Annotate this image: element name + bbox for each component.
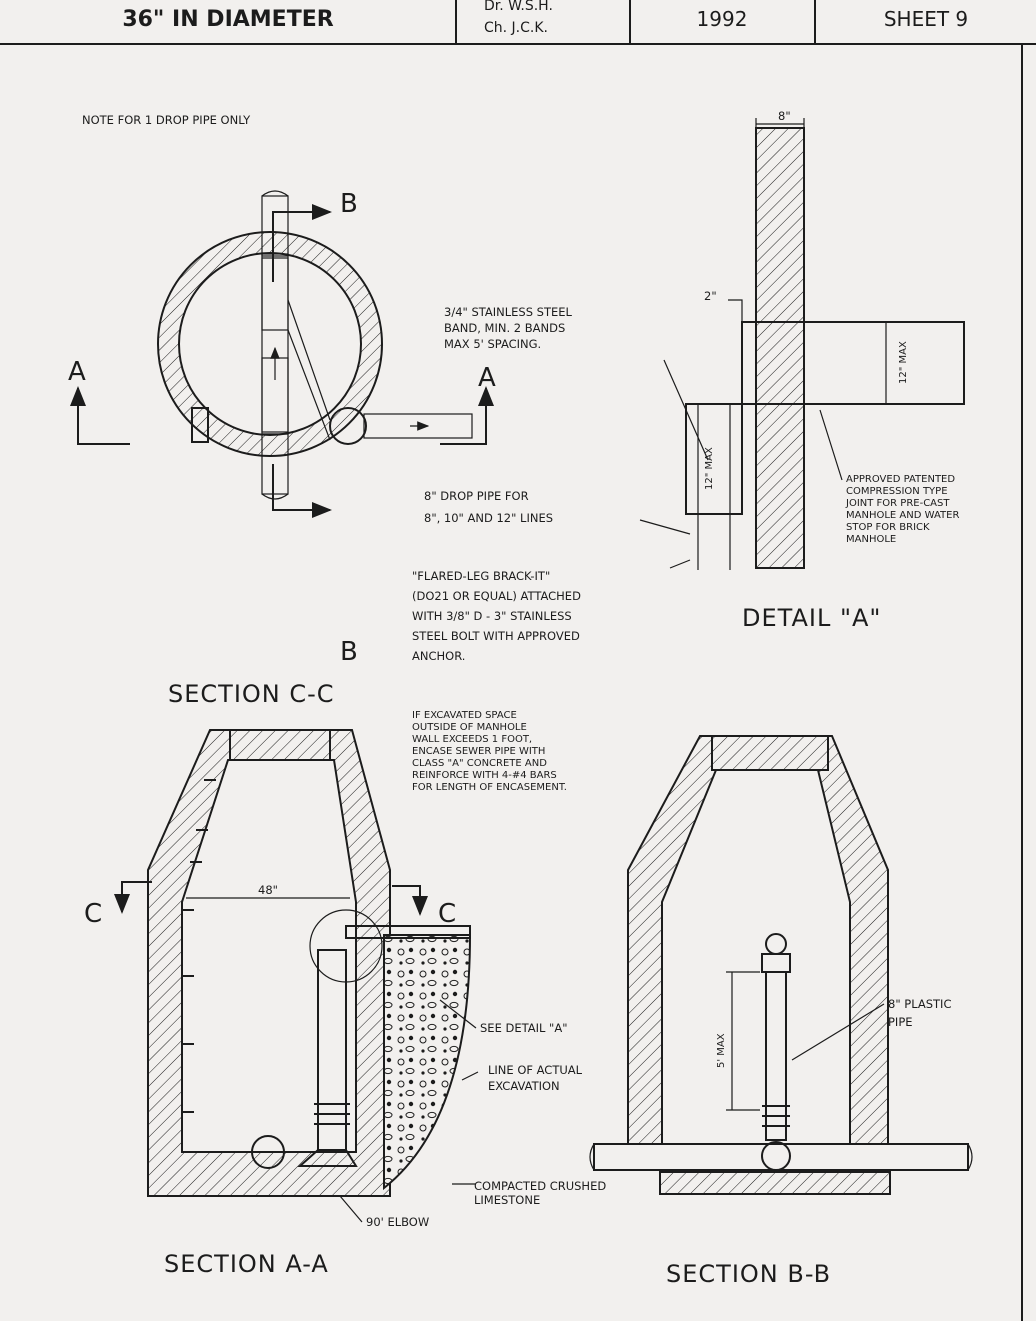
- joint-line-2: COMPRESSION TYPE: [846, 486, 948, 497]
- sheet-number: SHEET 9: [884, 7, 968, 31]
- limestone-label-2: LIMESTONE: [474, 1193, 540, 1207]
- year-text: 1992: [697, 7, 748, 31]
- excavation-line-7: FOR LENGTH OF ENCASEMENT.: [412, 782, 567, 793]
- elbow-label: 90' ELBOW: [366, 1215, 429, 1229]
- section-bb: 5' MAX 8" PLASTIC PIPE: [589, 735, 973, 1195]
- excavation-label-2: EXCAVATION: [488, 1079, 560, 1093]
- bracket-line-1: "FLARED-LEG BRACK-IT": [412, 569, 550, 583]
- joint-line-6: MANHOLE: [846, 534, 896, 545]
- excavation-line-4: ENCASE SEWER PIPE WITH: [412, 746, 545, 757]
- drop-pipe-line-2: 8", 10" AND 12" LINES: [424, 511, 553, 525]
- section-aa: 48" C C SEE DETAIL "A" LINE OF ACTUAL EX…: [84, 729, 606, 1229]
- checked-by: Ch. J.C.K.: [484, 20, 548, 36]
- pipe-label-2: PIPE: [888, 1015, 913, 1029]
- band-note-line-2: BAND, MIN. 2 BANDS: [444, 321, 565, 335]
- detail-a: 8" 2" 12" MAX 12" MAX 3/4" STAINLESS STE…: [412, 109, 965, 663]
- drawn-by: Dr. W.S.H.: [484, 0, 553, 14]
- excavation-line-3: WALL EXCEEDS 1 FOOT,: [412, 734, 532, 745]
- dim-inside: 48": [258, 883, 278, 897]
- section-cc-title: SECTION C-C: [168, 680, 335, 708]
- bracket-line-3: WITH 3/8" D - 3" STAINLESS: [412, 609, 572, 623]
- excavation-label-1: LINE OF ACTUAL: [488, 1063, 583, 1077]
- joint-line-5: STOP FOR BRICK: [846, 522, 930, 533]
- excavation-line-1: IF EXCAVATED SPACE: [412, 710, 517, 721]
- dim-wall: 8": [778, 109, 791, 123]
- dim-drop: 12" MAX: [704, 447, 715, 490]
- joint-line-4: MANHOLE AND WATER: [846, 510, 959, 521]
- section-aa-title: SECTION A-A: [164, 1250, 329, 1278]
- drop-pipe-line-1: 8" DROP PIPE FOR: [424, 489, 529, 503]
- dim-pipe: 12" MAX: [898, 341, 909, 384]
- cut-a-left: A: [68, 357, 86, 387]
- detail-a-title: DETAIL "A": [742, 604, 881, 632]
- dim-spacing: 5' MAX: [716, 1033, 727, 1068]
- band-note-line-1: 3/4" STAINLESS STEEL: [444, 305, 573, 319]
- cut-c-right: C: [438, 899, 456, 929]
- bracket-line-2: (DO21 OR EQUAL) ATTACHED: [412, 589, 581, 603]
- excavation-note: IF EXCAVATED SPACE OUTSIDE OF MANHOLE WA…: [412, 710, 567, 793]
- bracket-line-4: STEEL BOLT WITH APPROVED: [412, 629, 580, 643]
- section-bb-title: SECTION B-B: [666, 1260, 831, 1288]
- excavation-line-5: CLASS "A" CONCRETE AND: [412, 758, 547, 769]
- excavation-line-2: OUTSIDE OF MANHOLE: [412, 722, 527, 733]
- bracket-line-5: ANCHOR.: [412, 649, 465, 663]
- cut-c-left: C: [84, 899, 102, 929]
- dim-offset: 2": [704, 289, 717, 303]
- band-note-line-3: MAX 5' SPACING.: [444, 337, 541, 351]
- section-cc-plan: B B A A: [68, 189, 496, 667]
- limestone-label-1: COMPACTED CRUSHED: [474, 1179, 606, 1193]
- title-text: 36" IN DIAMETER: [122, 7, 333, 32]
- joint-line-1: APPROVED PATENTED: [846, 474, 955, 485]
- title-block: 36" IN DIAMETER Dr. W.S.H. Ch. J.C.K. 19…: [0, 0, 1036, 45]
- pipe-label-1: 8" PLASTIC: [888, 997, 951, 1011]
- cut-b-top: B: [340, 189, 358, 219]
- cut-b-bottom: B: [340, 637, 358, 667]
- joint-line-3: JOINT FOR PRE-CAST: [845, 498, 950, 509]
- drop-pipe-note: NOTE FOR 1 DROP PIPE ONLY: [82, 113, 251, 127]
- see-detail-note: SEE DETAIL "A": [480, 1021, 568, 1035]
- excavation-line-6: REINFORCE WITH 4-#4 BARS: [412, 770, 557, 781]
- cut-a-right: A: [478, 363, 496, 393]
